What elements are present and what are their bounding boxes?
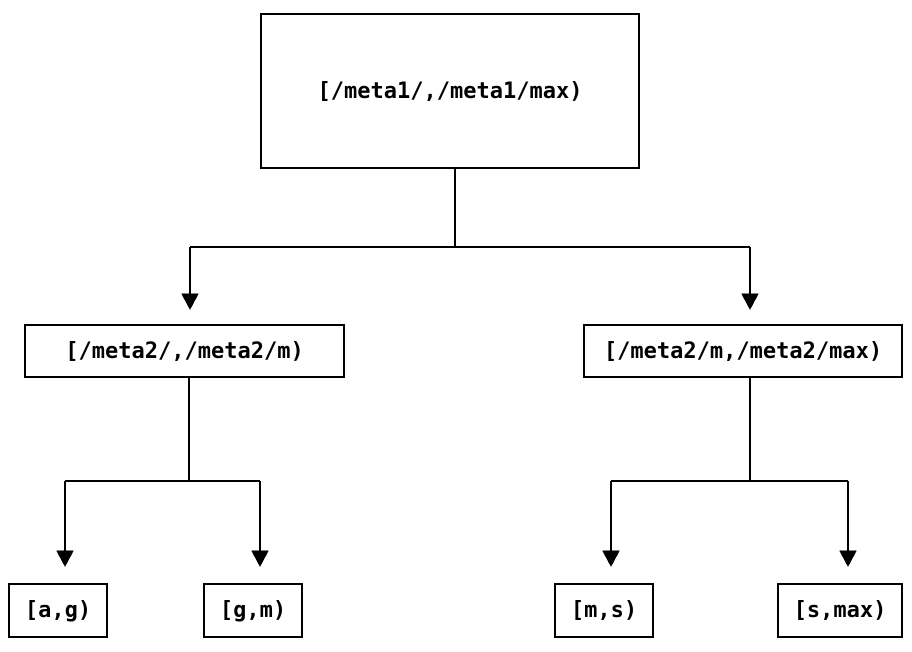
arrowhead-down-icon xyxy=(602,550,620,568)
tree-node-leaf-a-g: [a,g) xyxy=(8,583,108,638)
arrowhead-down-icon xyxy=(56,550,74,568)
tree-node-leaf-s-max: [s,max) xyxy=(777,583,903,638)
arrowhead-down-icon xyxy=(181,293,199,311)
node-label: [g,m) xyxy=(219,598,287,623)
arrowhead-down-icon xyxy=(251,550,269,568)
node-label: [m,s) xyxy=(570,598,638,623)
arrowhead-down-icon xyxy=(839,550,857,568)
node-label: [/meta1/,/meta1/max) xyxy=(317,78,583,104)
tree-node-root: [/meta1/,/meta1/max) xyxy=(260,13,640,169)
node-label: [/meta2/m,/meta2/max) xyxy=(603,338,883,364)
arrowhead-down-icon xyxy=(741,293,759,311)
tree-node-leaf-g-m: [g,m) xyxy=(203,583,303,638)
tree-node-meta2-high: [/meta2/m,/meta2/max) xyxy=(583,324,903,378)
tree-node-leaf-m-s: [m,s) xyxy=(554,583,654,638)
node-label: [s,max) xyxy=(793,598,887,623)
tree-node-meta2-low: [/meta2/,/meta2/m) xyxy=(24,324,345,378)
node-label: [/meta2/,/meta2/m) xyxy=(65,338,304,364)
node-label: [a,g) xyxy=(24,598,92,623)
